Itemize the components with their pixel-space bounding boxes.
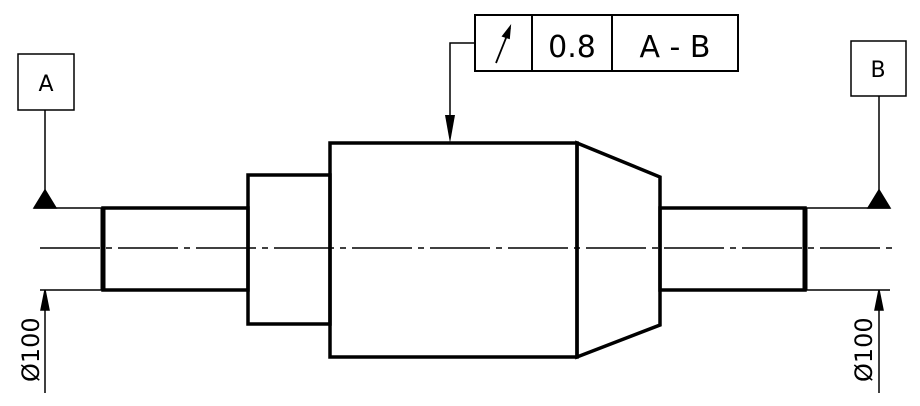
circular-runout-icon <box>495 24 512 64</box>
right-journal <box>658 206 807 292</box>
arrowhead-icon <box>445 115 455 143</box>
datum-a-label: A <box>38 72 53 97</box>
datum-a-triangle <box>32 188 58 209</box>
feature-control-frame <box>445 14 739 143</box>
datum-a-dimension: Ø100 <box>17 317 45 382</box>
datum-b-triangle <box>866 188 892 209</box>
datum-a-box <box>17 53 75 111</box>
datum-b <box>805 40 907 393</box>
left-shoulder <box>246 173 332 326</box>
main-body <box>328 141 579 359</box>
left-journal <box>101 206 250 292</box>
taper-section <box>575 140 662 360</box>
shaft-outline <box>100 140 808 360</box>
leader-line <box>449 42 475 125</box>
arrowhead-icon <box>874 289 884 311</box>
datum-a <box>17 53 102 393</box>
datum-b-label: B <box>870 58 885 83</box>
tolerance-value: 0.8 <box>548 30 596 65</box>
datum-b-dimension: Ø100 <box>850 317 878 382</box>
datum-reference: A - B <box>639 30 710 65</box>
arrowhead-icon <box>40 289 50 311</box>
